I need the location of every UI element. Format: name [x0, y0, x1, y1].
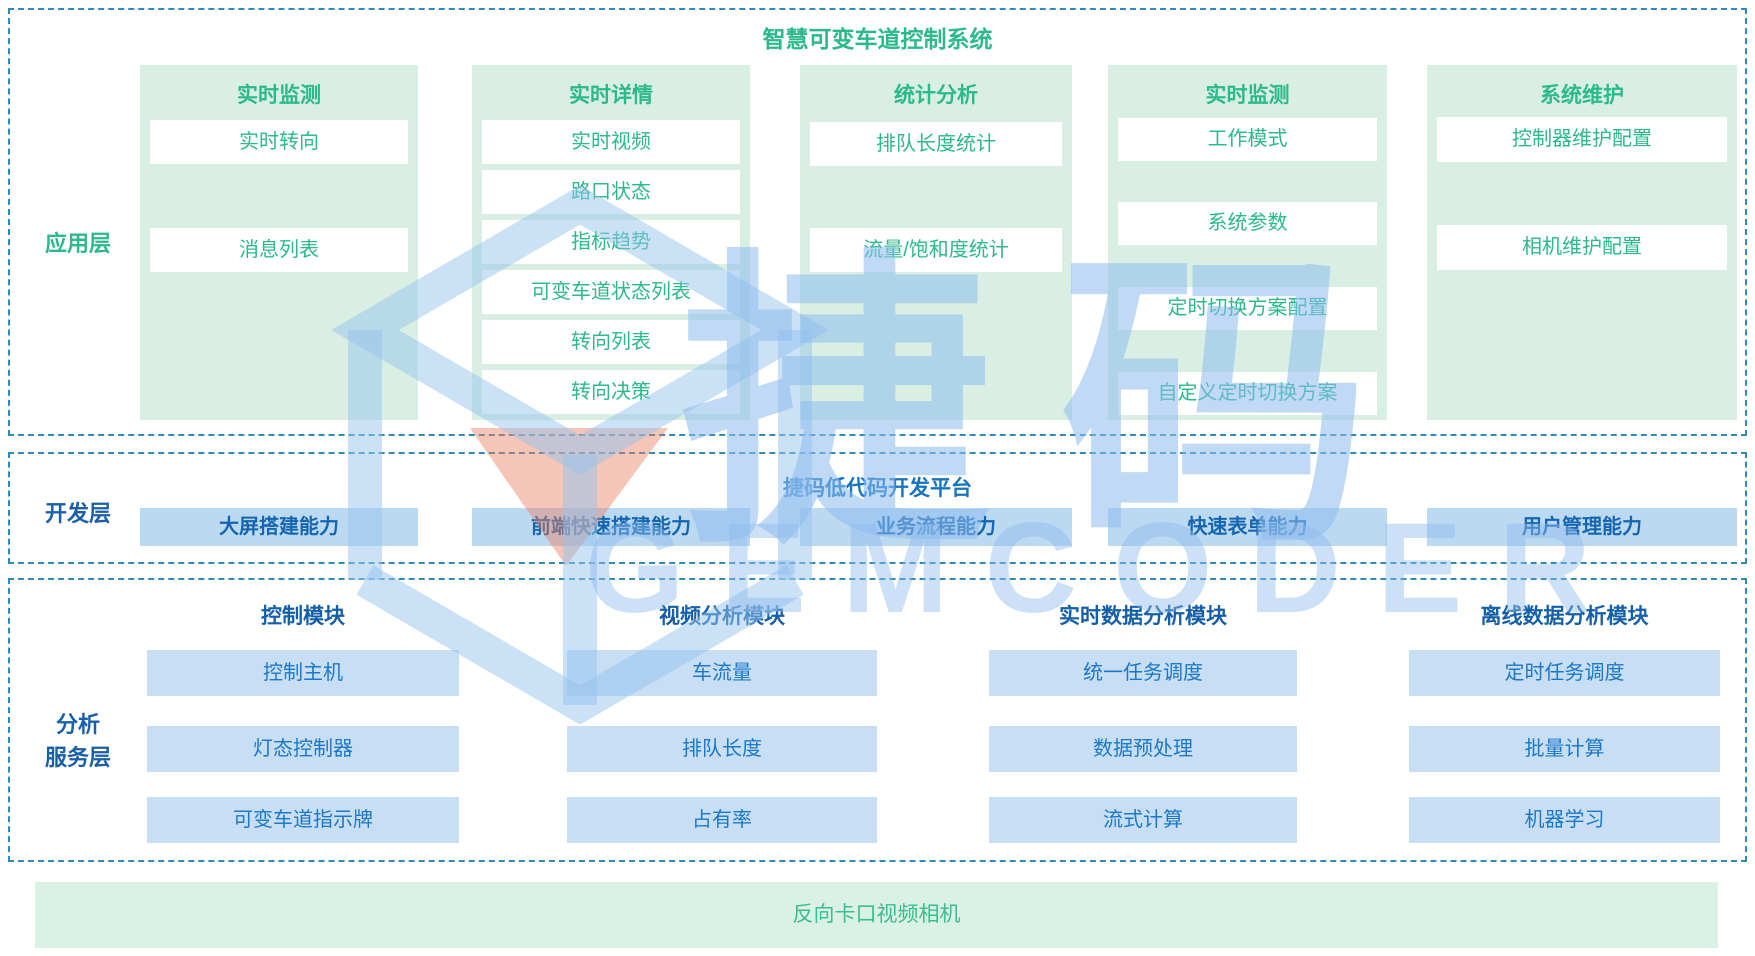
platform-title: 捷码低代码开发平台 — [783, 477, 972, 500]
development-layer-label: 开发层 — [44, 501, 111, 526]
analysis-module-header: 视频分析模块 — [659, 605, 785, 628]
app-item: 流量/饱和度统计 — [810, 228, 1062, 272]
app-column-header: 系统维护 — [1540, 84, 1624, 107]
app-column-realtime-monitor: 实时监测 实时转向 消息列表 — [140, 65, 418, 420]
app-item: 转向决策 — [482, 370, 740, 414]
app-column-system-maintenance: 系统维护 控制器维护配置 相机维护配置 — [1427, 65, 1737, 420]
analysis-module-header: 实时数据分析模块 — [1059, 605, 1227, 628]
development-layer-frame — [8, 452, 1747, 564]
app-column-header: 统计分析 — [894, 84, 978, 107]
application-layer-frame — [8, 8, 1747, 436]
app-item: 相机维护配置 — [1437, 225, 1727, 270]
analysis-module-header: 离线数据分析模块 — [1480, 605, 1649, 628]
app-column-header: 实时监测 — [237, 84, 321, 107]
app-item: 路口状态 — [482, 170, 740, 214]
app-column-realtime-monitor-2: 实时监测 工作模式 系统参数 定时切换方案配置 自定义定时切换方案 — [1108, 65, 1387, 420]
app-item: 系统参数 — [1118, 202, 1377, 245]
app-item: 可变车道状态列表 — [482, 270, 740, 314]
app-item: 控制器维护配置 — [1437, 117, 1727, 162]
dev-capability: 前端快速搭建能力 — [472, 508, 750, 546]
app-item: 自定义定时切换方案 — [1118, 372, 1377, 415]
page-title: 智慧可变车道控制系统 — [762, 26, 993, 52]
analysis-item: 灯态控制器 — [147, 726, 459, 772]
app-column-realtime-detail: 实时详情 实时视频 路口状态 指标趋势 可变车道状态列表 转向列表 转向决策 — [472, 65, 750, 420]
analysis-item: 数据预处理 — [989, 726, 1297, 772]
analysis-item: 定时任务调度 — [1409, 650, 1720, 696]
app-column-header: 实时详情 — [569, 84, 653, 107]
app-item: 工作模式 — [1118, 118, 1377, 161]
analysis-layer-label-line1: 分析 — [55, 712, 100, 737]
app-column-statistics: 统计分析 排队长度统计 流量/饱和度统计 — [800, 65, 1072, 420]
app-item: 转向列表 — [482, 320, 740, 364]
app-item: 排队长度统计 — [810, 122, 1062, 166]
app-item: 定时切换方案配置 — [1118, 287, 1377, 330]
analysis-module-header: 控制模块 — [261, 605, 345, 628]
dev-capability: 用户管理能力 — [1427, 508, 1737, 546]
analysis-item: 流式计算 — [989, 797, 1297, 843]
app-item: 消息列表 — [150, 228, 408, 272]
analysis-layer-frame — [8, 578, 1747, 862]
dev-capability: 快速表单能力 — [1108, 508, 1387, 546]
app-item: 实时视频 — [482, 120, 740, 164]
app-item: 指标趋势 — [482, 220, 740, 264]
app-column-header: 实时监测 — [1205, 84, 1290, 107]
analysis-layer-label: 分析服务层 — [22, 708, 134, 774]
analysis-item: 排队长度 — [567, 726, 877, 772]
analysis-item: 占有率 — [567, 797, 877, 843]
analysis-item: 控制主机 — [147, 650, 459, 696]
camera-bar: 反向卡口视频相机 — [35, 882, 1718, 948]
analysis-item: 统一任务调度 — [989, 650, 1297, 696]
analysis-layer-label-line2: 服务层 — [44, 745, 111, 770]
application-layer-label: 应用层 — [44, 231, 111, 256]
dev-capability: 业务流程能力 — [800, 508, 1072, 546]
analysis-item: 可变车道指示牌 — [147, 797, 459, 843]
analysis-item: 车流量 — [567, 650, 877, 696]
analysis-item: 批量计算 — [1409, 726, 1720, 772]
dev-capability: 大屏搭建能力 — [140, 508, 418, 546]
app-item: 实时转向 — [150, 120, 408, 164]
analysis-item: 机器学习 — [1409, 797, 1720, 843]
